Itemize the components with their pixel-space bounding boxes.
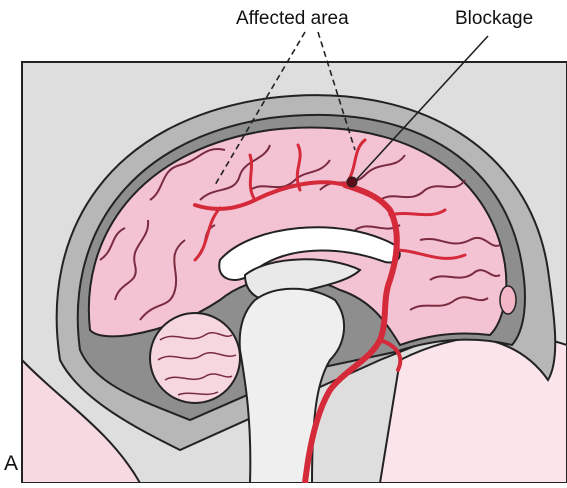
panel-letter: A bbox=[4, 452, 18, 476]
blockage-point bbox=[347, 177, 357, 187]
affected-area-label: Affected area bbox=[236, 8, 349, 30]
frontal-sinus bbox=[500, 286, 516, 314]
blockage-label: Blockage bbox=[455, 8, 533, 30]
